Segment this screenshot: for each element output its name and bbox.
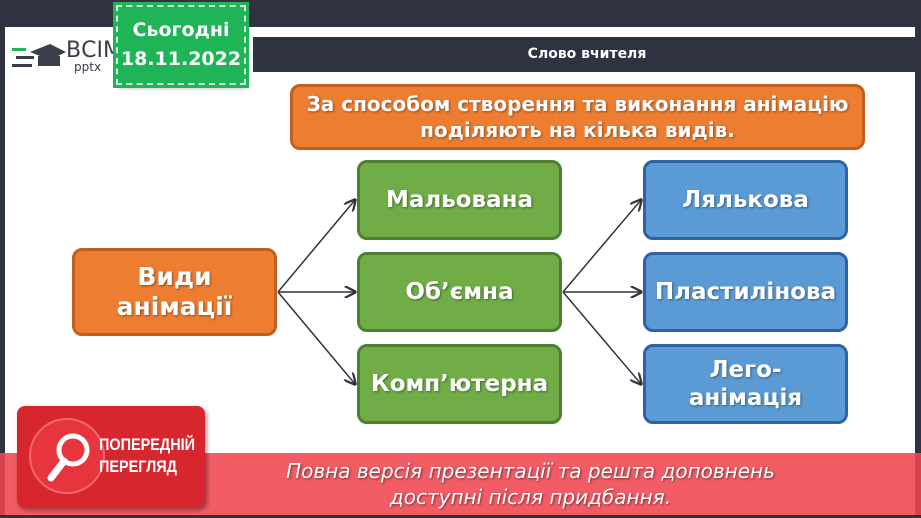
arrow — [277, 200, 355, 293]
intro-box: За способом створення та виконання аніма… — [290, 84, 865, 150]
preview-label: ПОПЕРЕДНІЙ — [99, 435, 196, 454]
graduation-cap-icon — [12, 44, 66, 67]
magnifier-icon — [29, 418, 105, 494]
type-box: Комп’ютерна — [357, 344, 562, 424]
root-box: Види анімації — [72, 248, 277, 336]
date-label: Сьогодні — [132, 19, 230, 41]
logo-subtitle: pptx — [74, 60, 102, 74]
arrow — [562, 291, 641, 384]
slide-title: Слово вчителя — [253, 37, 921, 72]
vsim-logo: ВСІМ pptx — [10, 38, 122, 74]
arrow — [562, 200, 641, 293]
logo-title: ВСІМ — [66, 38, 122, 63]
subtype-box: Лялькова — [643, 160, 848, 240]
banner-line: Повна версія презентації та решта доповн… — [286, 459, 775, 483]
type-box: Мальована — [357, 160, 562, 240]
type-box: Об’ємна — [357, 252, 562, 332]
subtype-box: Лего-анімація — [643, 344, 848, 424]
preview-badge[interactable]: ПОПЕРЕДНІЙ ПЕРЕГЛЯД — [17, 406, 205, 508]
arrow — [277, 291, 355, 384]
subtype-box: Пластилінова — [643, 252, 848, 332]
date-value: 18.11.2022 — [120, 48, 242, 70]
date-badge: Сьогодні 18.11.2022 — [113, 2, 249, 88]
banner-line: доступні після придбання. — [389, 485, 672, 509]
preview-label: ПЕРЕГЛЯД — [99, 457, 177, 476]
